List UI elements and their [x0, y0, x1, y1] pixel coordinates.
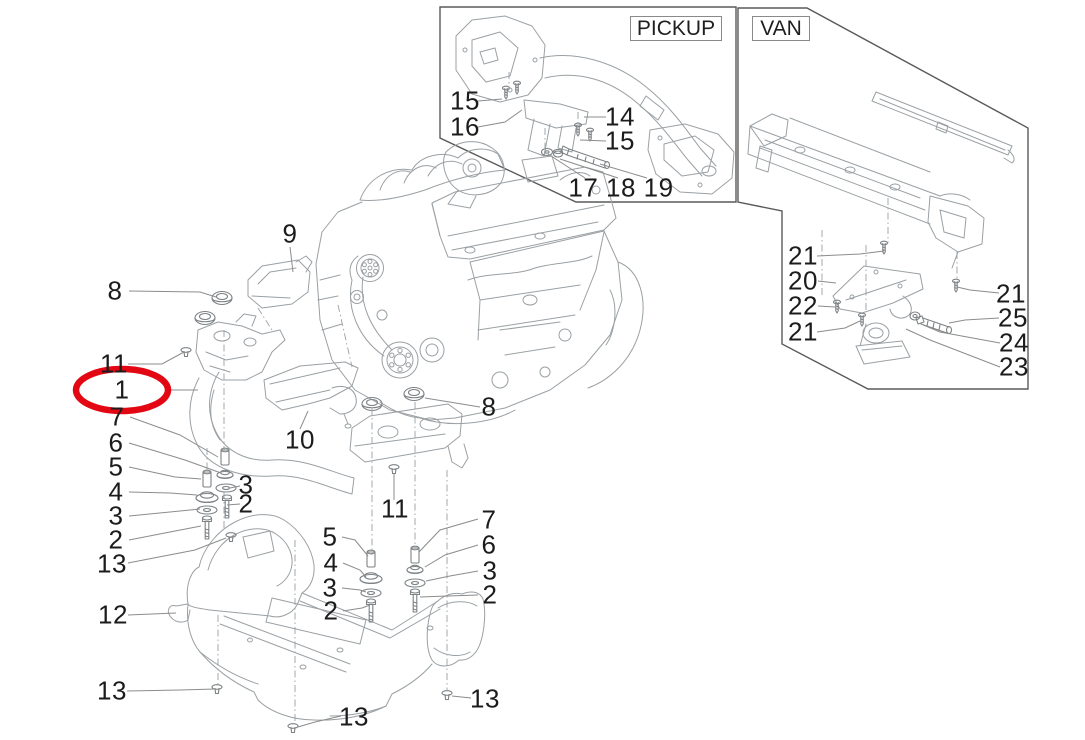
part-callout-25: 25	[998, 302, 1028, 333]
part-callout-13: 13	[470, 683, 500, 714]
part-callout-5: 5	[322, 521, 338, 552]
part-callout-8: 8	[107, 275, 123, 306]
part-callout-4: 4	[323, 547, 339, 578]
part-callout-23: 23	[999, 351, 1029, 382]
part-callout-21: 21	[996, 278, 1026, 309]
van-inset-title: VAN	[752, 16, 810, 41]
part-callout-17-18-19: 17 18 19	[568, 172, 674, 203]
part-callout-21: 21	[788, 240, 818, 271]
part-callout-13: 13	[97, 548, 127, 579]
part-callout-3: 3	[108, 500, 124, 531]
part-callout-2: 2	[323, 595, 339, 626]
part-callout-11: 11	[381, 493, 409, 524]
part-callout-3: 3	[238, 469, 254, 500]
part-callout-16: 16	[450, 111, 480, 142]
part-callout-2: 2	[238, 488, 254, 519]
part-callout-24: 24	[999, 327, 1029, 358]
part-callout-15: 15	[450, 85, 480, 116]
part-callout-8: 8	[481, 391, 497, 422]
highlight-ellipse	[72, 365, 172, 415]
part-callout-22: 22	[788, 290, 818, 321]
part-callout-14: 14	[605, 101, 635, 132]
part-callout-2: 2	[108, 524, 124, 555]
pickup-inset-title: PICKUP	[630, 16, 722, 41]
fastener-drawings	[180, 290, 453, 734]
pickup-inset-box	[439, 6, 737, 203]
pickup-inset-drawing	[443, 15, 735, 209]
leader-lines	[126, 98, 1001, 728]
part-callout-4: 4	[108, 476, 124, 507]
part-callout-11: 11	[100, 348, 128, 379]
part-callout-12: 12	[98, 599, 128, 630]
part-callout-21: 21	[788, 316, 818, 347]
part-callout-9: 9	[282, 218, 298, 249]
part-callout-20: 20	[788, 265, 818, 296]
part-callout-6: 6	[108, 427, 124, 458]
part-callout-15: 15	[605, 125, 635, 156]
part-callout-7: 7	[109, 401, 125, 432]
part-callout-5: 5	[108, 451, 124, 482]
part-callout-7: 7	[481, 504, 497, 535]
part-callout-2: 2	[482, 579, 498, 610]
part-callout-3: 3	[322, 572, 338, 603]
part-callout-6: 6	[481, 529, 497, 560]
part-callout-3: 3	[482, 555, 498, 586]
skid-plate-drawing	[167, 514, 486, 721]
van-inset-drawing	[747, 91, 1015, 365]
part-callout-13: 13	[339, 701, 369, 732]
part-callout-1: 1	[114, 374, 130, 405]
alignment-lines	[206, 72, 958, 724]
part-callout-13: 13	[97, 675, 127, 706]
part-callout-10: 10	[285, 424, 315, 455]
van-inset-box	[737, 7, 1029, 390]
subframe-crossmember-drawing	[189, 255, 469, 495]
